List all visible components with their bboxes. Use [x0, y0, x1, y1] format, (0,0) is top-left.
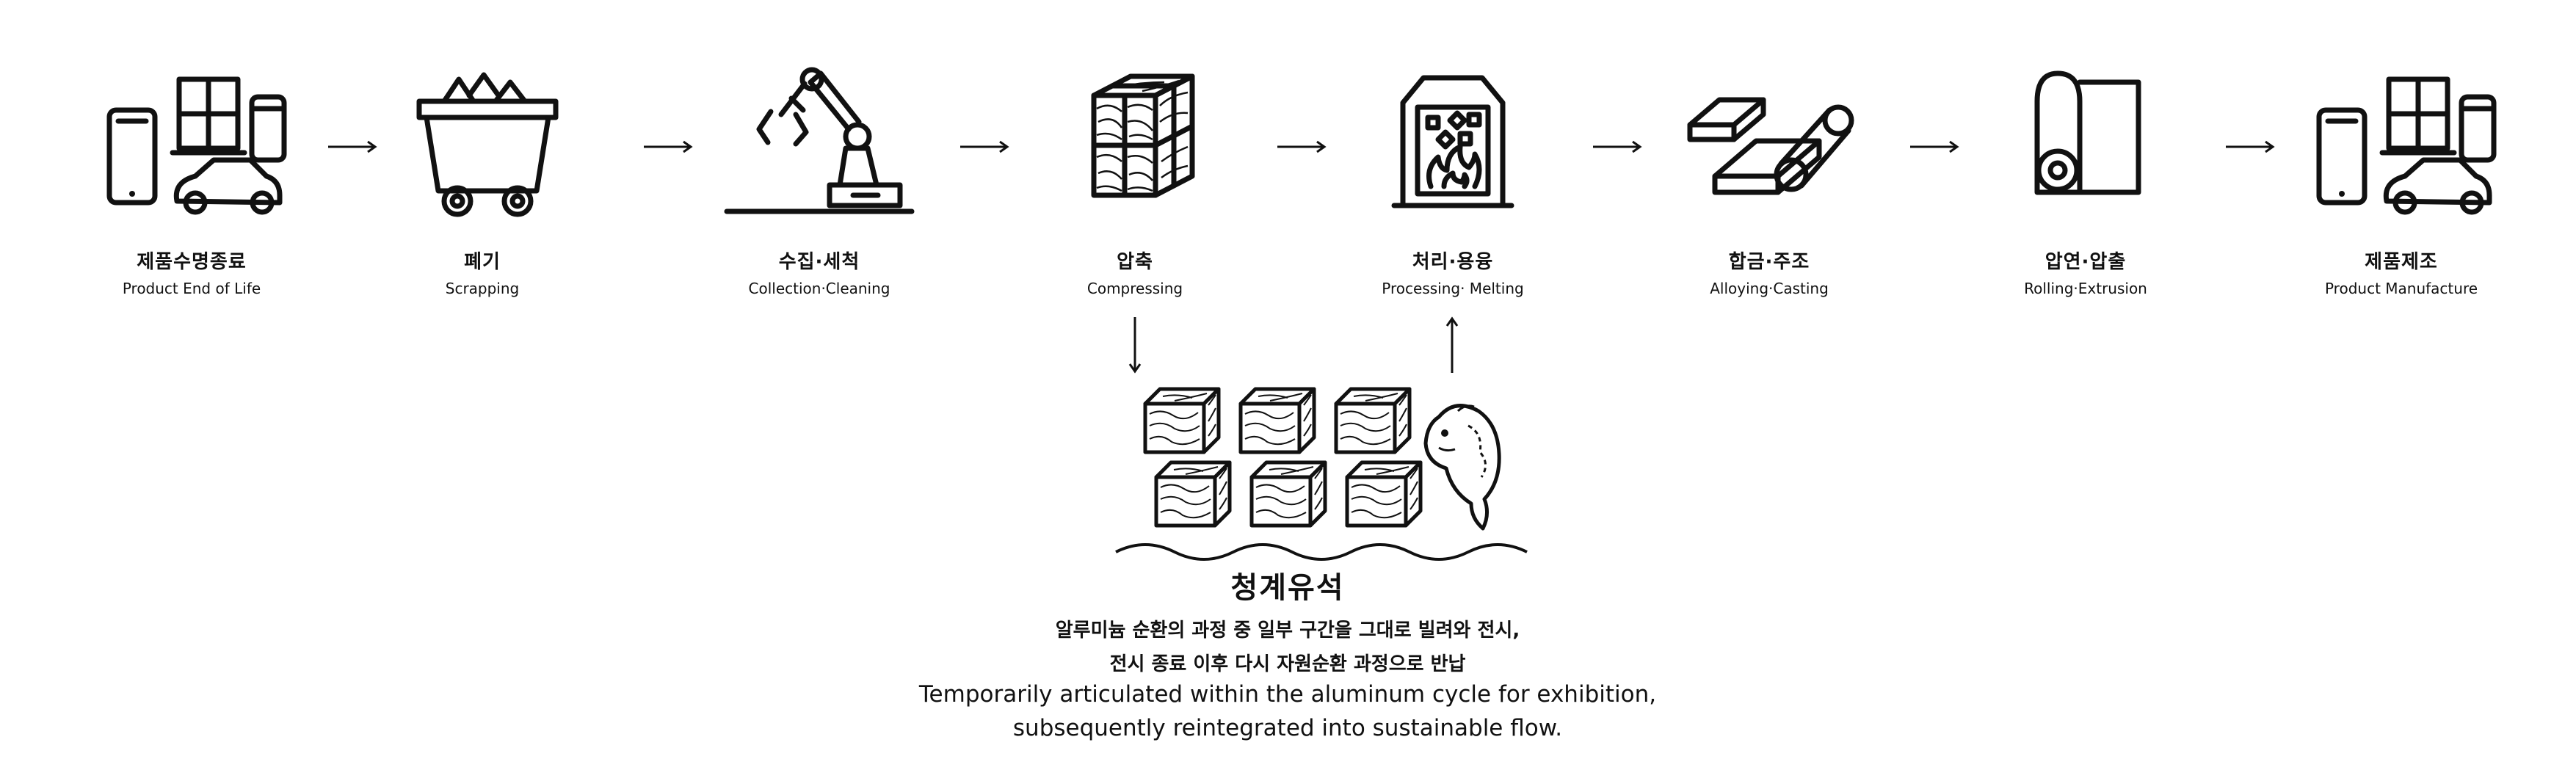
step-label-ko: 압연·압출: [1968, 247, 2203, 274]
step-label-en: Product End of Life: [74, 280, 309, 297]
step-processing-melting: 처리·용융 Processing· Melting: [1335, 66, 1570, 297]
arrow-right-icon: [959, 139, 1010, 154]
step-label-en: Scrapping: [365, 280, 600, 297]
step-collection-cleaning: 수집·세척 Collection·Cleaning: [702, 66, 937, 297]
arrow-right-icon: [642, 139, 694, 154]
step-label-ko: 수집·세척: [702, 247, 937, 274]
step-label-en: Alloying·Casting: [1652, 280, 1887, 297]
step-compressing: 압축 Compressing: [1017, 66, 1252, 297]
arrow-right-icon: [1276, 139, 1327, 154]
detour-description-en-line: Temporarily articulated within the alumi…: [774, 681, 1802, 708]
step-label-en: Collection·Cleaning: [702, 280, 937, 297]
step-product-end-of-life: 제품수명종료 Product End of Life: [74, 66, 309, 297]
step-label-en: Rolling·Extrusion: [1968, 280, 2203, 297]
step-label-en: Processing· Melting: [1335, 280, 1570, 297]
step-label-ko: 처리·용융: [1335, 247, 1570, 274]
scrap-cart-icon: [387, 66, 578, 220]
robot-arm-icon: [724, 66, 915, 220]
detour-description-ko-line: 전시 종료 이후 다시 자원순환 과정으로 반납: [774, 649, 1802, 676]
aluminum-block-icon: [1145, 389, 1219, 452]
aluminum-block-icon: [1347, 462, 1421, 526]
arrow-right-icon: [1909, 139, 1960, 154]
step-rolling-extrusion: 압연·압출 Rolling·Extrusion: [1968, 66, 2203, 297]
aluminum-block-icon: [1156, 462, 1230, 526]
step-alloying-casting: 합금·주조 Alloying·Casting: [1652, 66, 1887, 297]
ingots-icon: [1674, 66, 1865, 220]
water-wave-icon: [1116, 545, 1527, 559]
compressed-cube-icon: [1040, 66, 1230, 220]
detour-title: 청계유석: [774, 564, 1802, 606]
arrow-right-icon: [1592, 139, 1643, 154]
step-scrapping: 폐기 Scrapping: [365, 66, 600, 297]
exhibition-illustration: [1101, 382, 1556, 565]
aluminum-block-icon: [1336, 389, 1409, 452]
step-label-ko: 제품수명종료: [74, 247, 309, 274]
arrow-right-icon: [2224, 139, 2276, 154]
step-label-ko: 압축: [1017, 247, 1252, 274]
rolled-sheet-icon: [1990, 66, 2181, 220]
step-label-ko: 합금·주조: [1652, 247, 1887, 274]
step-label-en: Compressing: [1017, 280, 1252, 297]
detour-description-ko-line: 알루미늄 순환의 과정 중 일부 구간을 그대로 빌려와 전시,: [774, 615, 1802, 642]
arrow-down-icon: [1128, 316, 1142, 374]
furnace-icon: [1357, 66, 1548, 220]
aluminum-block-icon: [1252, 462, 1325, 526]
koi-fish-icon: [1426, 406, 1499, 528]
product-devices-icon: [96, 66, 287, 220]
step-product-manufacture: 제품제조 Product Manufacture: [2284, 66, 2519, 297]
aluminum-block-icon: [1241, 389, 1314, 452]
step-label-ko: 폐기: [365, 247, 600, 274]
product-devices-icon: [2306, 66, 2497, 220]
step-label-ko: 제품제조: [2284, 247, 2519, 274]
step-label-en: Product Manufacture: [2284, 280, 2519, 297]
detour-description-en-line: subsequently reintegrated into sustainab…: [774, 715, 1802, 741]
arrow-up-icon: [1445, 316, 1459, 374]
